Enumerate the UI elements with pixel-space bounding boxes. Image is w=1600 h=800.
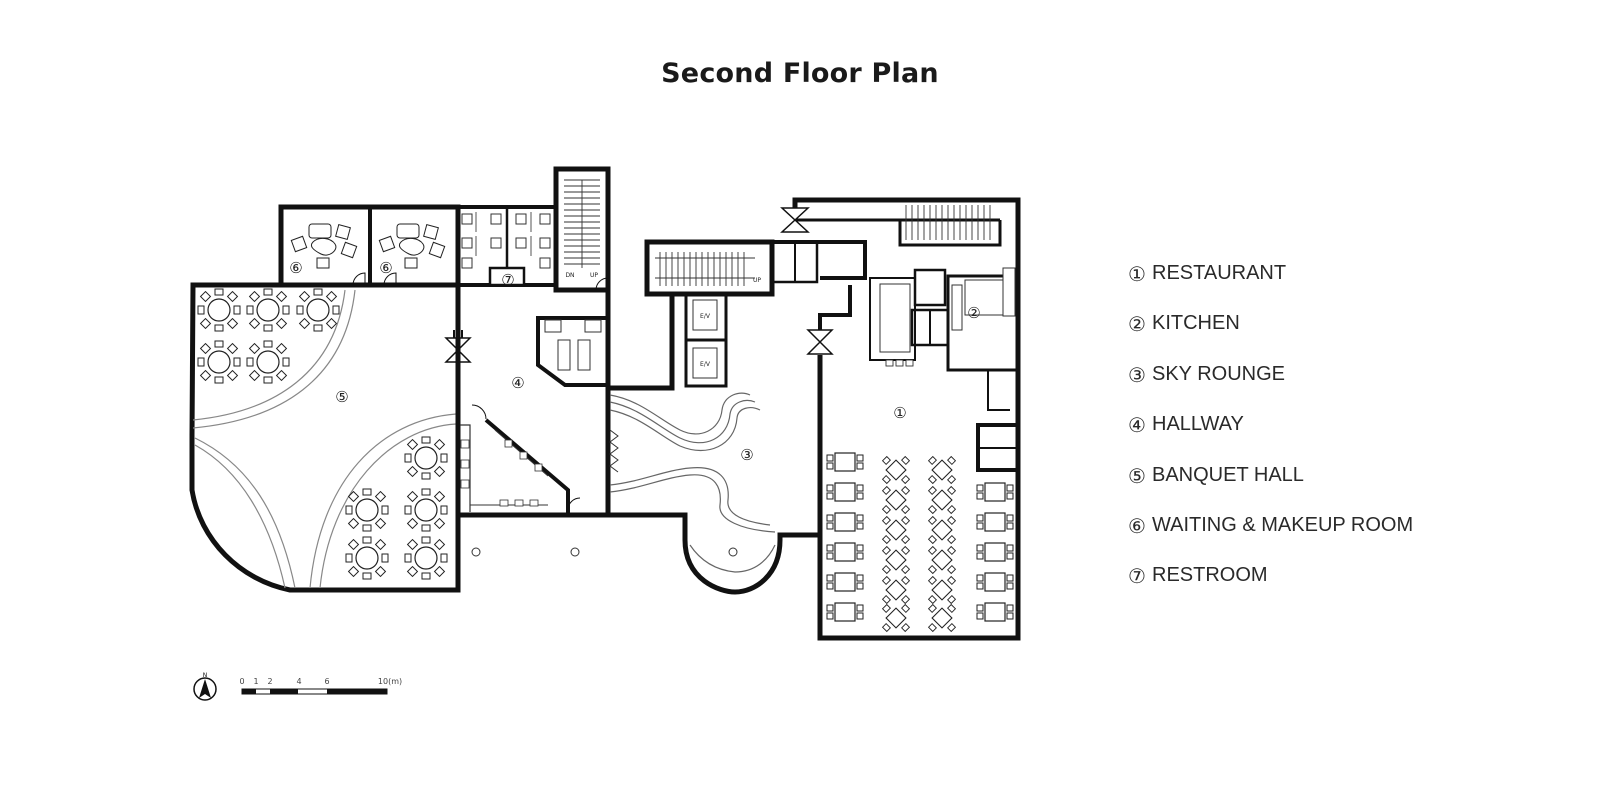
legend-number: ⑦ xyxy=(1128,564,1146,589)
restaurant xyxy=(770,197,1021,641)
scale-tick: 6 xyxy=(324,677,329,686)
legend-label: KITCHEN xyxy=(1152,312,1240,335)
north-label: N xyxy=(203,672,208,679)
stair-up-label: UP xyxy=(590,272,598,279)
legend-item-sky-lounge: ③ SKY ROUNGE xyxy=(1128,363,1488,413)
legend-label: RESTAURANT xyxy=(1152,262,1287,284)
room-legend: ① RESTAURANT ② KITCHEN ③ SKY ROUNGE ④ HALLWA… xyxy=(1128,262,1488,615)
label-waiting-room-b: ⑥ xyxy=(379,259,392,277)
legend-item-waiting-room: ⑥ WAITING & MAKEUP ROOM xyxy=(1128,514,1488,564)
legend-item-kitchen: ② KITCHEN xyxy=(1128,312,1488,362)
scale-tick: 10(m) xyxy=(378,677,402,686)
legend-item-banquet-hall: ⑤ BANQUET HALL xyxy=(1128,464,1488,514)
label-restroom: ⑦ xyxy=(501,271,514,289)
legend-number: ③ xyxy=(1128,362,1146,387)
banquet-hall xyxy=(189,282,472,593)
legend-label: RESTROOM xyxy=(1152,564,1268,587)
legend-label: SKY ROUNGE xyxy=(1152,362,1285,385)
legend-item-restaurant: ① RESTAURANT xyxy=(1128,262,1488,312)
restaurant-tables xyxy=(826,452,1014,632)
banquet-tables xyxy=(197,288,448,580)
stair-elevator-core xyxy=(608,239,775,391)
scale-tick: 0 xyxy=(239,677,244,686)
hallway xyxy=(455,285,611,518)
legend-number: ① xyxy=(1128,262,1146,286)
waiting-rooms xyxy=(278,204,461,288)
label-waiting-room-a: ⑥ xyxy=(289,259,302,277)
label-kitchen: ② xyxy=(967,304,980,322)
legend-item-hallway: ④ HALLWAY xyxy=(1128,413,1488,463)
restroom-block xyxy=(456,205,558,287)
legend-number: ⑥ xyxy=(1128,513,1146,538)
scale-tick: 2 xyxy=(267,677,272,686)
north-arrow-icon: N xyxy=(193,672,217,701)
label-sky-lounge: ③ xyxy=(740,446,753,464)
scale-tick: 4 xyxy=(296,677,301,686)
legend-number: ④ xyxy=(1128,413,1146,438)
stair-up-label-2: UP xyxy=(753,277,761,284)
sky-lounge xyxy=(471,392,820,595)
legend-number: ② xyxy=(1128,312,1146,337)
elevator-label-2: E/V xyxy=(700,361,711,368)
page-title: Second Floor Plan xyxy=(661,58,939,89)
label-restaurant: ① xyxy=(893,404,906,422)
legend-item-restroom: ⑦ RESTROOM xyxy=(1128,564,1488,614)
label-hallway: ④ xyxy=(511,374,524,392)
scale-bar: 0 1 2 4 6 10(m) xyxy=(239,677,402,695)
stair-dn-label: DN xyxy=(565,272,574,279)
label-banquet-hall: ⑤ xyxy=(335,388,348,406)
elevator-label-1: E/V xyxy=(700,313,711,320)
legend-number: ⑤ xyxy=(1128,463,1146,488)
stair-left xyxy=(553,166,611,293)
legend-label: BANQUET HALL xyxy=(1152,463,1304,486)
scale-tick: 1 xyxy=(253,677,258,686)
legend-label: HALLWAY xyxy=(1152,413,1244,436)
legend-label: WAITING & MAKEUP ROOM xyxy=(1152,513,1414,536)
